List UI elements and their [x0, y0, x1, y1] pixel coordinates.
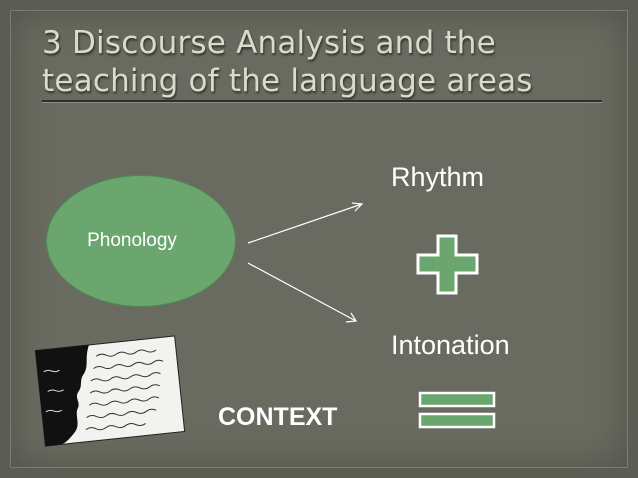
phonology-ellipse: Phonology [46, 175, 236, 307]
discourse-illustration [34, 335, 186, 447]
title-underline [42, 100, 602, 103]
context-label: CONTEXT [218, 403, 338, 431]
title-line-1: 3 Discourse Analysis and the [42, 25, 496, 61]
equals-icon [418, 391, 496, 429]
rhythm-label: Rhythm [391, 162, 485, 192]
slide-title: 3 Discourse Analysis and the teaching of… [42, 24, 602, 100]
intonation-label: Intonation [391, 330, 510, 360]
phonology-label: Phonology [87, 230, 177, 251]
arrow-icon-lower [247, 262, 358, 323]
title-line-2: teaching of the language areas [42, 63, 533, 99]
arrow-icon-upper [247, 202, 364, 244]
plus-icon [416, 234, 479, 295]
